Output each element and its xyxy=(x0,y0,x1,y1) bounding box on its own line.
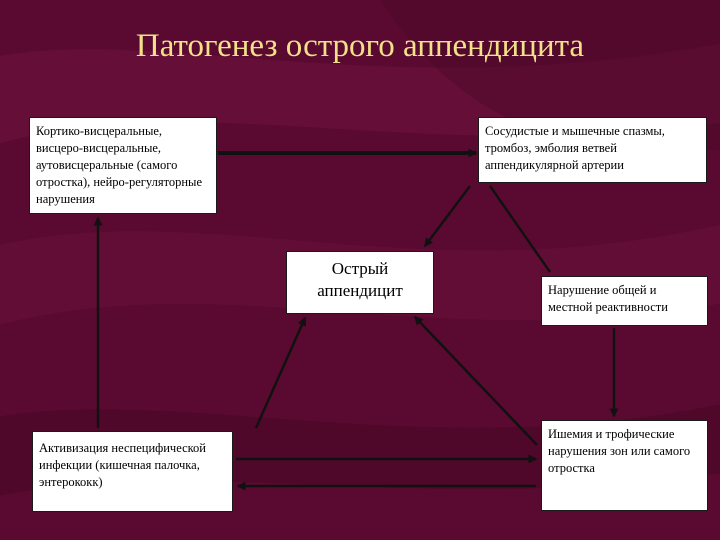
line-vascular-to-reactivity xyxy=(488,185,552,273)
arrow-infection-to-center xyxy=(254,316,307,429)
box-vascular-spasms: Сосудистые и мышечные спазмы, тромбоз, э… xyxy=(478,117,707,183)
box-cortico-visceral: Кортико-висцеральные, висцеро-висцеральн… xyxy=(29,117,217,214)
box-acute-appendicitis: Острый аппендицит xyxy=(286,251,434,314)
page-title: Патогенез острого аппендицита xyxy=(135,28,585,64)
box-reactivity-disorder: Нарушение общей и местной реактивности xyxy=(541,276,708,326)
box-infection-activation: Активизация неспецифической инфекции (ки… xyxy=(32,431,233,512)
box-ischemia: Ишемия и трофические нарушения зон или с… xyxy=(541,420,708,511)
arrow-vascular-to-center xyxy=(424,185,471,248)
arrow-ischemia-to-center xyxy=(413,315,538,446)
